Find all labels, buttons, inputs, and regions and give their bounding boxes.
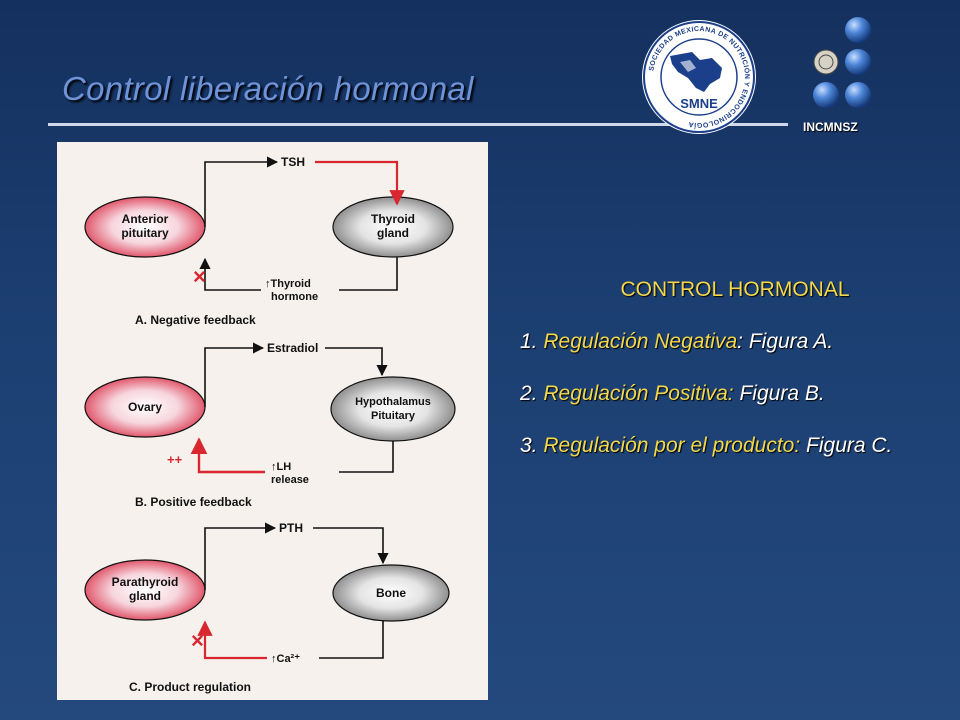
item-number: 2.	[520, 382, 544, 405]
feedback-figure: Anterior pituitary Thyroid gland TSH ↑Th…	[57, 142, 488, 700]
logo-acronym: SMNE	[680, 96, 718, 111]
estradiol-label: Estradiol	[267, 341, 318, 355]
thyroid-gland-label: Thyroid	[371, 212, 415, 226]
title-divider	[48, 123, 788, 126]
pth-arrow	[204, 522, 277, 590]
summary-item-1: 1. Regulación Negativa: Figura A.	[520, 330, 950, 354]
hypothalamus-label: Hypothalamus	[355, 396, 431, 408]
tsh-label: TSH	[281, 155, 305, 169]
panel-c-caption: C. Product regulation	[129, 680, 251, 694]
bone-node	[332, 564, 450, 622]
calcium-label: ↑Ca²⁺	[271, 653, 300, 665]
thyroid-gland-label: gland	[377, 226, 409, 240]
item-term: Regulación Positiva:	[543, 382, 734, 405]
parathyroid-label: gland	[129, 589, 161, 603]
hormone-return-line	[339, 257, 398, 291]
pth-continue-arrow	[313, 527, 389, 565]
item-term: Regulación Negativa	[543, 330, 738, 353]
negative-feedback-arrow	[199, 257, 261, 291]
lh-return-line	[339, 441, 394, 473]
calcium-return-line	[319, 621, 384, 659]
estradiol-arrow	[204, 342, 265, 407]
item-text: Figura C.	[800, 434, 893, 457]
ovary-label: Ovary	[128, 400, 162, 414]
stimulation-marker: ++	[167, 452, 183, 467]
lh-label: ↑LH	[271, 461, 291, 473]
lh-label: release	[271, 474, 309, 486]
institution-label: INCMNSZ	[803, 120, 858, 134]
bone-label: Bone	[376, 586, 406, 600]
parathyroid-label: Parathyroid	[112, 575, 179, 589]
item-text: Figura B.	[733, 382, 825, 405]
positive-feedback-arrow	[190, 437, 265, 474]
summary-item-2: 2. Regulación Positiva: Figura B.	[520, 382, 950, 406]
panel-a-negative-feedback: Anterior pituitary Thyroid gland TSH ↑Th…	[84, 155, 454, 327]
pituitary-label: Pituitary	[371, 410, 416, 422]
pth-label: PTH	[279, 521, 303, 535]
product-feedback-arrow	[197, 620, 267, 660]
panel-b-caption: B. Positive feedback	[135, 495, 252, 509]
tsh-arrow	[204, 156, 279, 227]
summary-panel: CONTROL HORMONAL 1. Regulación Negativa:…	[520, 278, 950, 458]
panel-b-positive-feedback: Ovary Hypothalamus Pituitary Estradiol ↑…	[84, 341, 456, 509]
hypothalamus-pituitary-node	[330, 376, 456, 442]
panel-c-product-regulation: Parathyroid gland Bone PTH ↑Ca²⁺ × C. Pr…	[84, 521, 450, 694]
thyroid-hormone-label: hormone	[271, 291, 318, 303]
thyroid-hormone-label: ↑Thyroid	[265, 278, 311, 290]
summary-item-3: 3. Regulación por el producto: Figura C.	[520, 434, 950, 458]
inhibition-marker: ×	[191, 628, 204, 653]
item-text: : Figura A.	[737, 330, 834, 353]
tsh-red-arrow	[315, 160, 405, 206]
panel-a-caption: A. Negative feedback	[135, 313, 256, 327]
item-number: 3.	[520, 434, 544, 457]
item-number: 1.	[520, 330, 544, 353]
anterior-pituitary-label: Anterior	[122, 212, 169, 226]
smne-logo: SOCIEDAD MEXICANA DE NUTRICIÓN Y ENDOCRI…	[640, 18, 758, 136]
item-term: Regulación por el producto:	[543, 434, 801, 457]
slide-title: Control liberación hormonal	[62, 70, 474, 107]
institute-logo	[808, 14, 878, 114]
estradiol-continue-arrow	[325, 347, 388, 377]
inhibition-marker: ×	[193, 264, 206, 289]
anterior-pituitary-label: pituitary	[121, 226, 169, 240]
summary-heading: CONTROL HORMONAL	[620, 278, 850, 301]
